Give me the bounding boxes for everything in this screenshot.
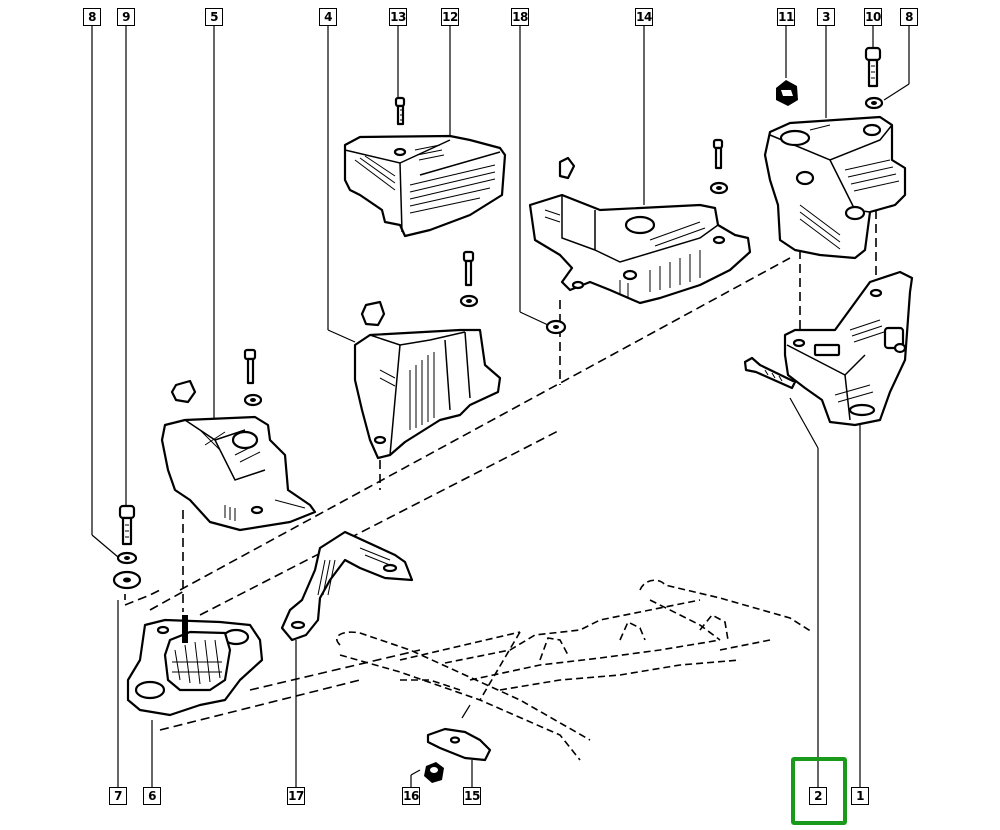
part-17-torque-link (280, 530, 414, 642)
subframe-outline (336, 579, 813, 761)
callout-9[interactable]: 9 (117, 8, 135, 26)
callout-16[interactable]: 16 (402, 787, 420, 805)
callout-2[interactable]: 2 (809, 787, 827, 805)
callout-15[interactable]: 15 (463, 787, 481, 805)
part-6-rubber-engine-mount (126, 615, 264, 717)
part-14-intermediate-bracket (528, 138, 752, 305)
callout-8-left[interactable]: 8 (83, 8, 101, 26)
callout-18[interactable]: 18 (511, 8, 529, 26)
callout-11[interactable]: 11 (777, 8, 795, 26)
callout-8-right[interactable]: 8 (900, 8, 918, 26)
part-13-cover-bolt (394, 96, 406, 126)
part-3-upper-gearbox-mount (763, 115, 907, 260)
callout-10[interactable]: 10 (864, 8, 882, 26)
part-8-washer-left (116, 551, 138, 565)
part-8-washer-right (864, 96, 884, 110)
part-12-mount-cover (343, 134, 507, 238)
part-18-washer (545, 319, 567, 335)
callout-1[interactable]: 1 (851, 787, 869, 805)
callout-13[interactable]: 13 (389, 8, 407, 26)
callout-12[interactable]: 12 (441, 8, 459, 26)
callout-3[interactable]: 3 (817, 8, 835, 26)
assembly-axis-lines (124, 210, 877, 731)
part-1-lower-gearbox-bracket (783, 270, 914, 427)
callout-17[interactable]: 17 (287, 787, 305, 805)
part-7-washer (112, 570, 142, 590)
callout-4[interactable]: 4 (319, 8, 337, 26)
part-11-nut (776, 80, 798, 106)
callout-14[interactable]: 14 (635, 8, 653, 26)
part-2-bracket-bolt (743, 356, 797, 390)
callout-6[interactable]: 6 (143, 787, 161, 805)
part-15-subframe-plate (426, 704, 492, 762)
part-16-nut (424, 762, 444, 783)
selected-part-highlight (791, 757, 847, 825)
callout-7[interactable]: 7 (109, 787, 127, 805)
leader-lines (91, 26, 910, 788)
callout-5[interactable]: 5 (205, 8, 223, 26)
part-10-bolt (864, 46, 882, 88)
part-4-mount-bracket (353, 250, 502, 460)
part-5-engine-side-bracket (160, 348, 317, 532)
part-9-bolt (118, 504, 136, 546)
